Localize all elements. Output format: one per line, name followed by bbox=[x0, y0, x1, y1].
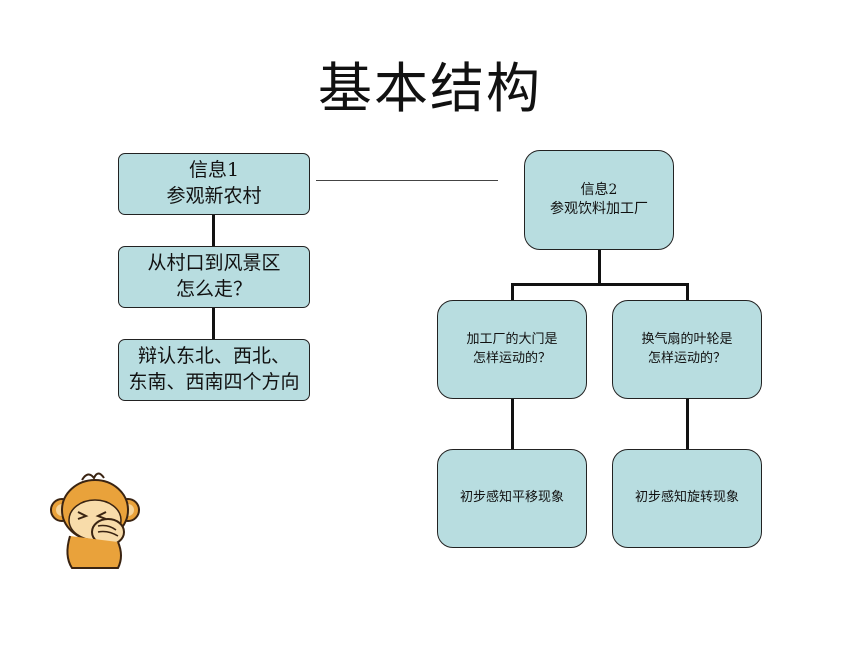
connector-right-3 bbox=[511, 399, 514, 449]
info2-topic: 参观饮料加工厂 bbox=[550, 201, 648, 217]
fan-question-line1: 换气扇的叶轮是 bbox=[641, 331, 733, 347]
info1-topic: 参观新农村 bbox=[166, 185, 262, 207]
connector-right-4 bbox=[686, 399, 689, 449]
directions-line2: 东南、西南四个方向 bbox=[128, 371, 300, 393]
info1-label: 信息1 bbox=[188, 159, 240, 182]
tree-connector-line bbox=[316, 180, 498, 181]
gate-question-line2: 怎样运动的？ bbox=[472, 350, 551, 366]
connector-left-1 bbox=[212, 215, 215, 246]
info2-label: 信息2 bbox=[580, 182, 618, 199]
connector-right-drop-2 bbox=[686, 283, 689, 300]
connector-left-2 bbox=[212, 308, 215, 339]
info2-root-node: 信息2 参观饮料加工厂 bbox=[524, 150, 674, 250]
translation-node: 初步感知平移现象 bbox=[437, 449, 587, 548]
route-question-line2: 怎么走？ bbox=[175, 278, 252, 300]
rotation-text: 初步感知旋转现象 bbox=[634, 490, 739, 506]
page-title: 基本结构 bbox=[318, 57, 542, 120]
route-question-line1: 从村口到风景区 bbox=[147, 252, 281, 275]
connector-right-trunk bbox=[598, 250, 601, 284]
connector-right-bar bbox=[511, 283, 689, 286]
directions-line1: 辩认东北、西北、 bbox=[137, 345, 290, 368]
connector-right-drop-1 bbox=[511, 283, 514, 300]
fan-question-line2: 怎样运动的？ bbox=[647, 350, 726, 366]
translation-text: 初步感知平移现象 bbox=[459, 490, 564, 506]
fan-question-node: 换气扇的叶轮是 怎样运动的？ bbox=[612, 300, 762, 399]
rotation-node: 初步感知旋转现象 bbox=[612, 449, 762, 548]
info1-root-node: 信息1 参观新农村 bbox=[118, 153, 310, 215]
route-question-node: 从村口到风景区 怎么走？ bbox=[118, 246, 310, 308]
gate-question-line1: 加工厂的大门是 bbox=[466, 331, 558, 347]
gate-question-node: 加工厂的大门是 怎样运动的？ bbox=[437, 300, 587, 399]
monkey-mascot-icon bbox=[50, 472, 140, 569]
directions-node: 辩认东北、西北、 东南、西南四个方向 bbox=[118, 339, 310, 401]
